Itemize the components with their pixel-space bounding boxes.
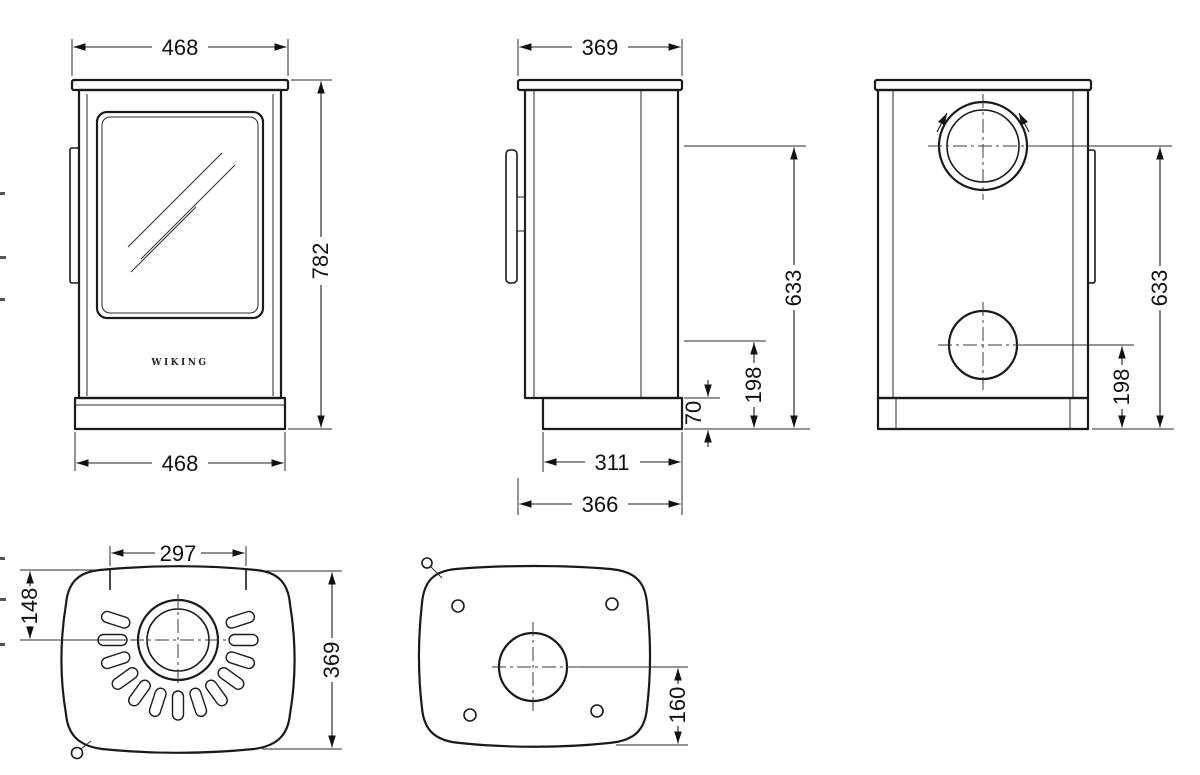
top-view-outline <box>60 565 296 754</box>
top-view <box>60 565 296 760</box>
dim-bottom-outlet-offset: 160 <box>665 687 690 724</box>
rear-top-plate <box>873 78 1093 92</box>
front-body <box>77 88 283 400</box>
side-view <box>505 78 684 431</box>
dim-side-depth-bottom: 366 <box>582 492 619 517</box>
glass-reflections <box>127 152 236 273</box>
brand-logo: WIKING <box>150 358 208 368</box>
latch-knob <box>421 557 433 569</box>
side-dimensions: 369 70 198 633 311 366 <box>517 35 810 517</box>
dim-rear-outlet-height: 198 <box>1109 369 1134 406</box>
front-view: WIKING <box>69 78 290 431</box>
bottom-view <box>417 557 652 748</box>
rear-base <box>876 396 1090 431</box>
side-body <box>523 88 680 400</box>
dim-front-width-top: 468 <box>162 35 199 60</box>
dim-side-base-depth: 311 <box>594 450 629 475</box>
dim-top-depth: 369 <box>319 642 344 679</box>
side-base <box>541 396 684 431</box>
dim-front-width-bottom: 468 <box>162 451 199 476</box>
rear-dimensions: 198 633 <box>1024 145 1174 430</box>
top-view-dimensions: 297 148 369 <box>17 541 344 750</box>
dim-rear-flue-height: 633 <box>1147 270 1172 307</box>
convection-slots <box>97 610 259 721</box>
dim-top-flue-offset: 148 <box>17 588 42 625</box>
front-dimensions: 468 468 782 <box>71 35 333 476</box>
dim-top-collar-span: 297 <box>160 541 197 566</box>
front-top-plate <box>70 78 290 92</box>
bottom-view-dimensions: 160 <box>580 666 690 746</box>
front-hinge <box>69 147 80 284</box>
rear-handle-strip <box>1087 149 1096 284</box>
front-base <box>73 396 287 431</box>
handle-knob <box>70 746 84 760</box>
dim-side-rear-outlet-height: 198 <box>741 367 766 404</box>
mounting-holes <box>451 597 619 722</box>
rear-body <box>876 88 1090 400</box>
dim-side-depth-top: 369 <box>582 35 619 60</box>
front-glass <box>95 110 265 320</box>
door-handle <box>505 149 518 284</box>
bottom-view-outline <box>417 564 652 748</box>
dim-front-height: 782 <box>308 243 333 280</box>
rear-view <box>873 78 1096 431</box>
dim-side-base-height: 70 <box>681 401 706 425</box>
edge-marks <box>0 192 6 646</box>
rotation-arrows <box>936 112 1030 133</box>
dim-side-flue-height: 633 <box>781 270 806 307</box>
side-top-plate <box>516 78 684 92</box>
